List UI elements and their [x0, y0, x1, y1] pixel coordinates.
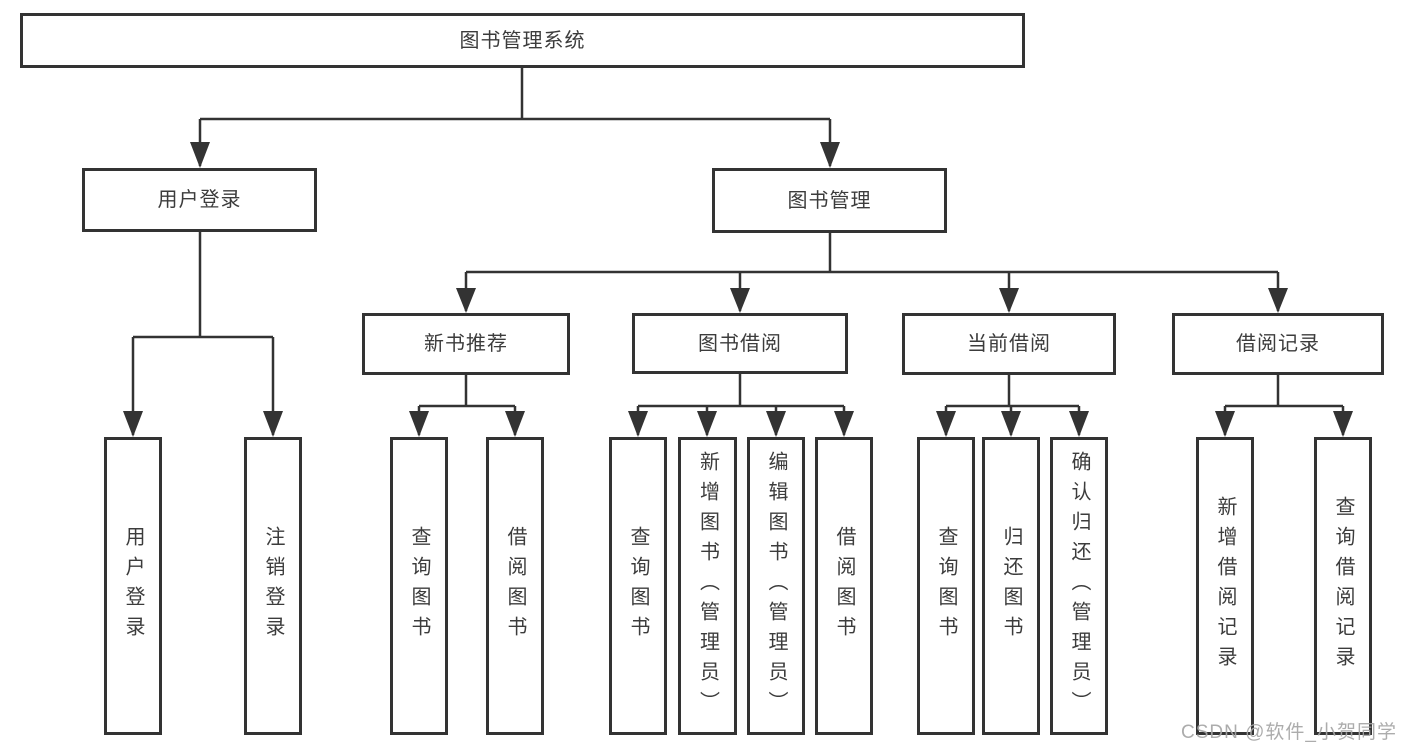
leaf-borrow-query-books: 查询图书 — [609, 437, 667, 735]
leaf-current-return-books: 归还图书 — [982, 437, 1040, 735]
leaf-newbooks-borrow-books: 借阅图书 — [486, 437, 544, 735]
watermark: CSDN @软件_小贺同学 — [1181, 722, 1397, 743]
leaf-current-query-books: 查询图书 — [917, 437, 975, 735]
node-book-management: 图书管理 — [712, 168, 947, 233]
node-current-borrowing: 当前借阅 — [902, 313, 1116, 375]
leaf-newbooks-query-books: 查询图书 — [390, 437, 448, 735]
leaf-borrow-edit-books-admin: 编辑图书（管理员） — [747, 437, 805, 735]
node-user-login: 用户登录 — [82, 168, 317, 232]
edges-borrow-records — [1215, 375, 1353, 437]
edges-current-borrow — [936, 375, 1089, 437]
edges-new-books — [409, 375, 525, 437]
leaf-records-query-record: 查询借阅记录 — [1314, 437, 1372, 735]
leaf-records-add-record: 新增借阅记录 — [1196, 437, 1254, 735]
node-new-book-recommend: 新书推荐 — [362, 313, 570, 375]
node-library-system: 图书管理系统 — [20, 13, 1025, 68]
edges-book-borrow — [628, 374, 854, 437]
leaf-current-confirm-return-admin: 确认归还（管理员） — [1050, 437, 1108, 735]
edges-root — [190, 68, 840, 168]
leaf-user-login: 用户登录 — [104, 437, 162, 735]
node-borrowing-records: 借阅记录 — [1172, 313, 1384, 375]
leaf-borrow-borrow-books: 借阅图书 — [815, 437, 873, 735]
leaf-borrow-add-books-admin: 新增图书（管理员） — [678, 437, 737, 735]
leaf-logout: 注销登录 — [244, 437, 302, 735]
node-book-borrowing: 图书借阅 — [632, 313, 848, 374]
edges-user-login — [123, 232, 283, 437]
edges-book-mgmt — [456, 233, 1288, 313]
